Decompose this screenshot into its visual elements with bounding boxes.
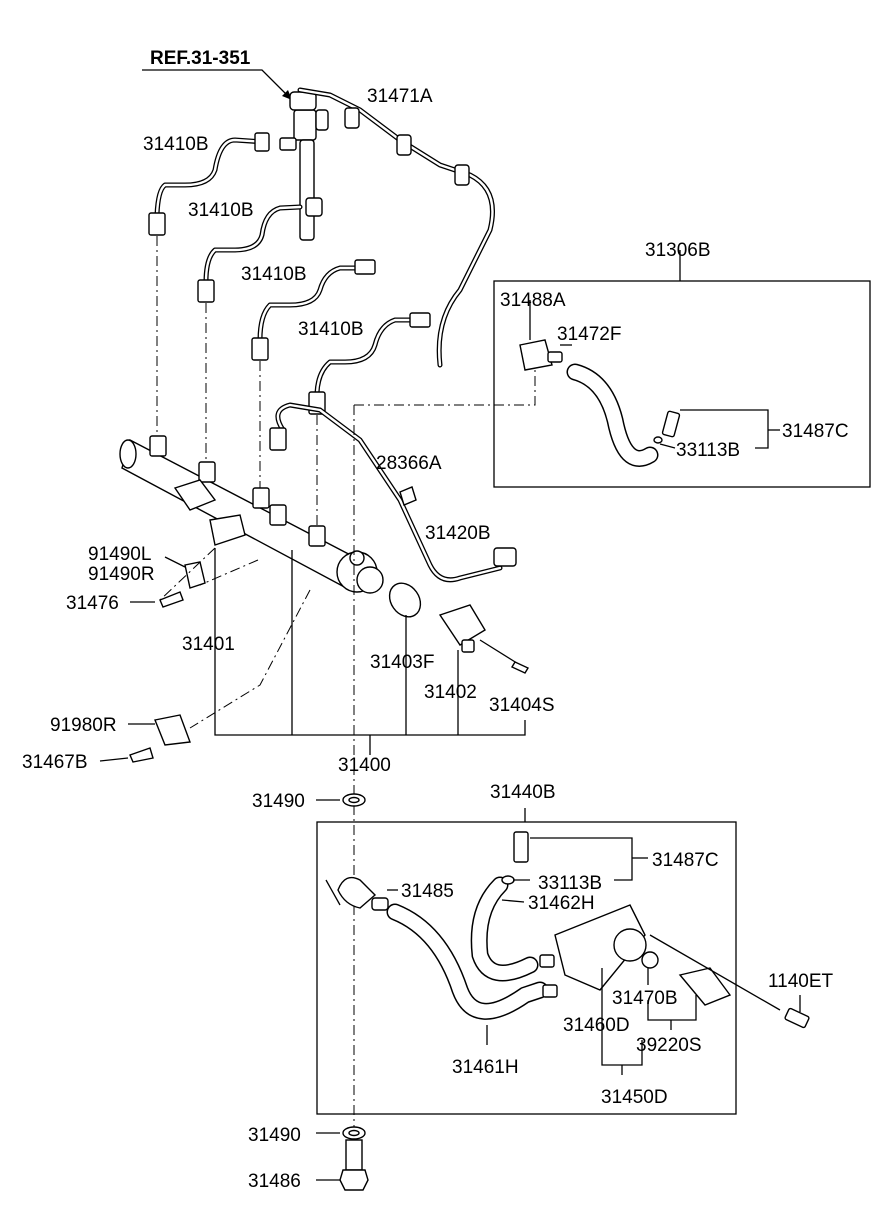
label-31410B-2[interactable]: 31410B	[188, 200, 254, 221]
label-31460D[interactable]: 31460D	[563, 1015, 630, 1036]
label-31461H[interactable]: 31461H	[452, 1057, 519, 1078]
label-91490L[interactable]: 91490L	[88, 544, 151, 565]
label-33113B-bottom[interactable]: 33113B	[538, 873, 602, 894]
label-28366A[interactable]: 28366A	[376, 453, 442, 474]
label-31487C-top[interactable]: 31487C	[782, 421, 849, 442]
label-31476[interactable]: 31476	[66, 593, 119, 614]
label-31410B-3[interactable]: 31410B	[241, 264, 307, 285]
label-31471A[interactable]: 31471A	[367, 86, 433, 107]
banjo-bolt	[339, 1139, 369, 1191]
leak-line-31420B	[269, 402, 517, 583]
reference-callout[interactable]: REF.31-351	[142, 48, 293, 101]
label-31410B-4[interactable]: 31410B	[298, 319, 364, 340]
label-31440B[interactable]: 31440B	[490, 782, 556, 803]
washer-bottom	[342, 1126, 366, 1140]
label-31472F[interactable]: 31472F	[557, 324, 621, 345]
filter-housing	[325, 831, 810, 1029]
label-31401[interactable]: 31401	[182, 634, 235, 655]
label-39220S[interactable]: 39220S	[636, 1035, 702, 1056]
hp-pipes	[148, 132, 431, 415]
label-31450D[interactable]: 31450D	[601, 1087, 668, 1108]
label-31488A[interactable]: 31488A	[500, 290, 566, 311]
label-33113B-top[interactable]: 33113B	[676, 440, 740, 461]
label-91980R[interactable]: 91980R	[50, 715, 117, 736]
label-31485[interactable]: 31485	[401, 881, 454, 902]
label-31470B[interactable]: 31470B	[612, 988, 678, 1009]
label-31410B-1[interactable]: 31410B	[143, 134, 209, 155]
label-31400[interactable]: 31400	[338, 755, 391, 776]
kit-box-31440B	[316, 821, 737, 1115]
fuel-rail	[119, 435, 384, 594]
label-31306B[interactable]: 31306B	[645, 240, 711, 261]
label-31486[interactable]: 31486	[248, 1171, 301, 1192]
label-91490R[interactable]: 91490R	[88, 564, 155, 585]
label-31420B[interactable]: 31420B	[425, 523, 491, 544]
kit-31306B-parts	[519, 339, 681, 467]
reference-label: REF.31-351	[150, 48, 251, 69]
return-line-31471A	[297, 87, 495, 368]
label-31403F[interactable]: 31403F	[370, 652, 434, 673]
label-31490-top[interactable]: 31490	[252, 791, 305, 812]
part-labels: 31471A 31410B 31410B 31410B 31410B 31306…	[22, 86, 849, 1192]
label-31490-bottom[interactable]: 31490	[248, 1125, 301, 1146]
injector	[279, 91, 329, 241]
kit-box-31306B	[493, 280, 871, 488]
washer-top	[342, 793, 366, 807]
pressure-sensor	[388, 582, 530, 674]
label-1140ET[interactable]: 1140ET	[768, 971, 834, 992]
label-31404S[interactable]: 31404S	[489, 695, 555, 716]
label-31487C-bottom[interactable]: 31487C	[652, 850, 719, 871]
clamp-parts	[129, 561, 206, 763]
label-31462H[interactable]: 31462H	[528, 893, 595, 914]
label-31467B[interactable]: 31467B	[22, 752, 88, 773]
label-31402[interactable]: 31402	[424, 682, 477, 703]
